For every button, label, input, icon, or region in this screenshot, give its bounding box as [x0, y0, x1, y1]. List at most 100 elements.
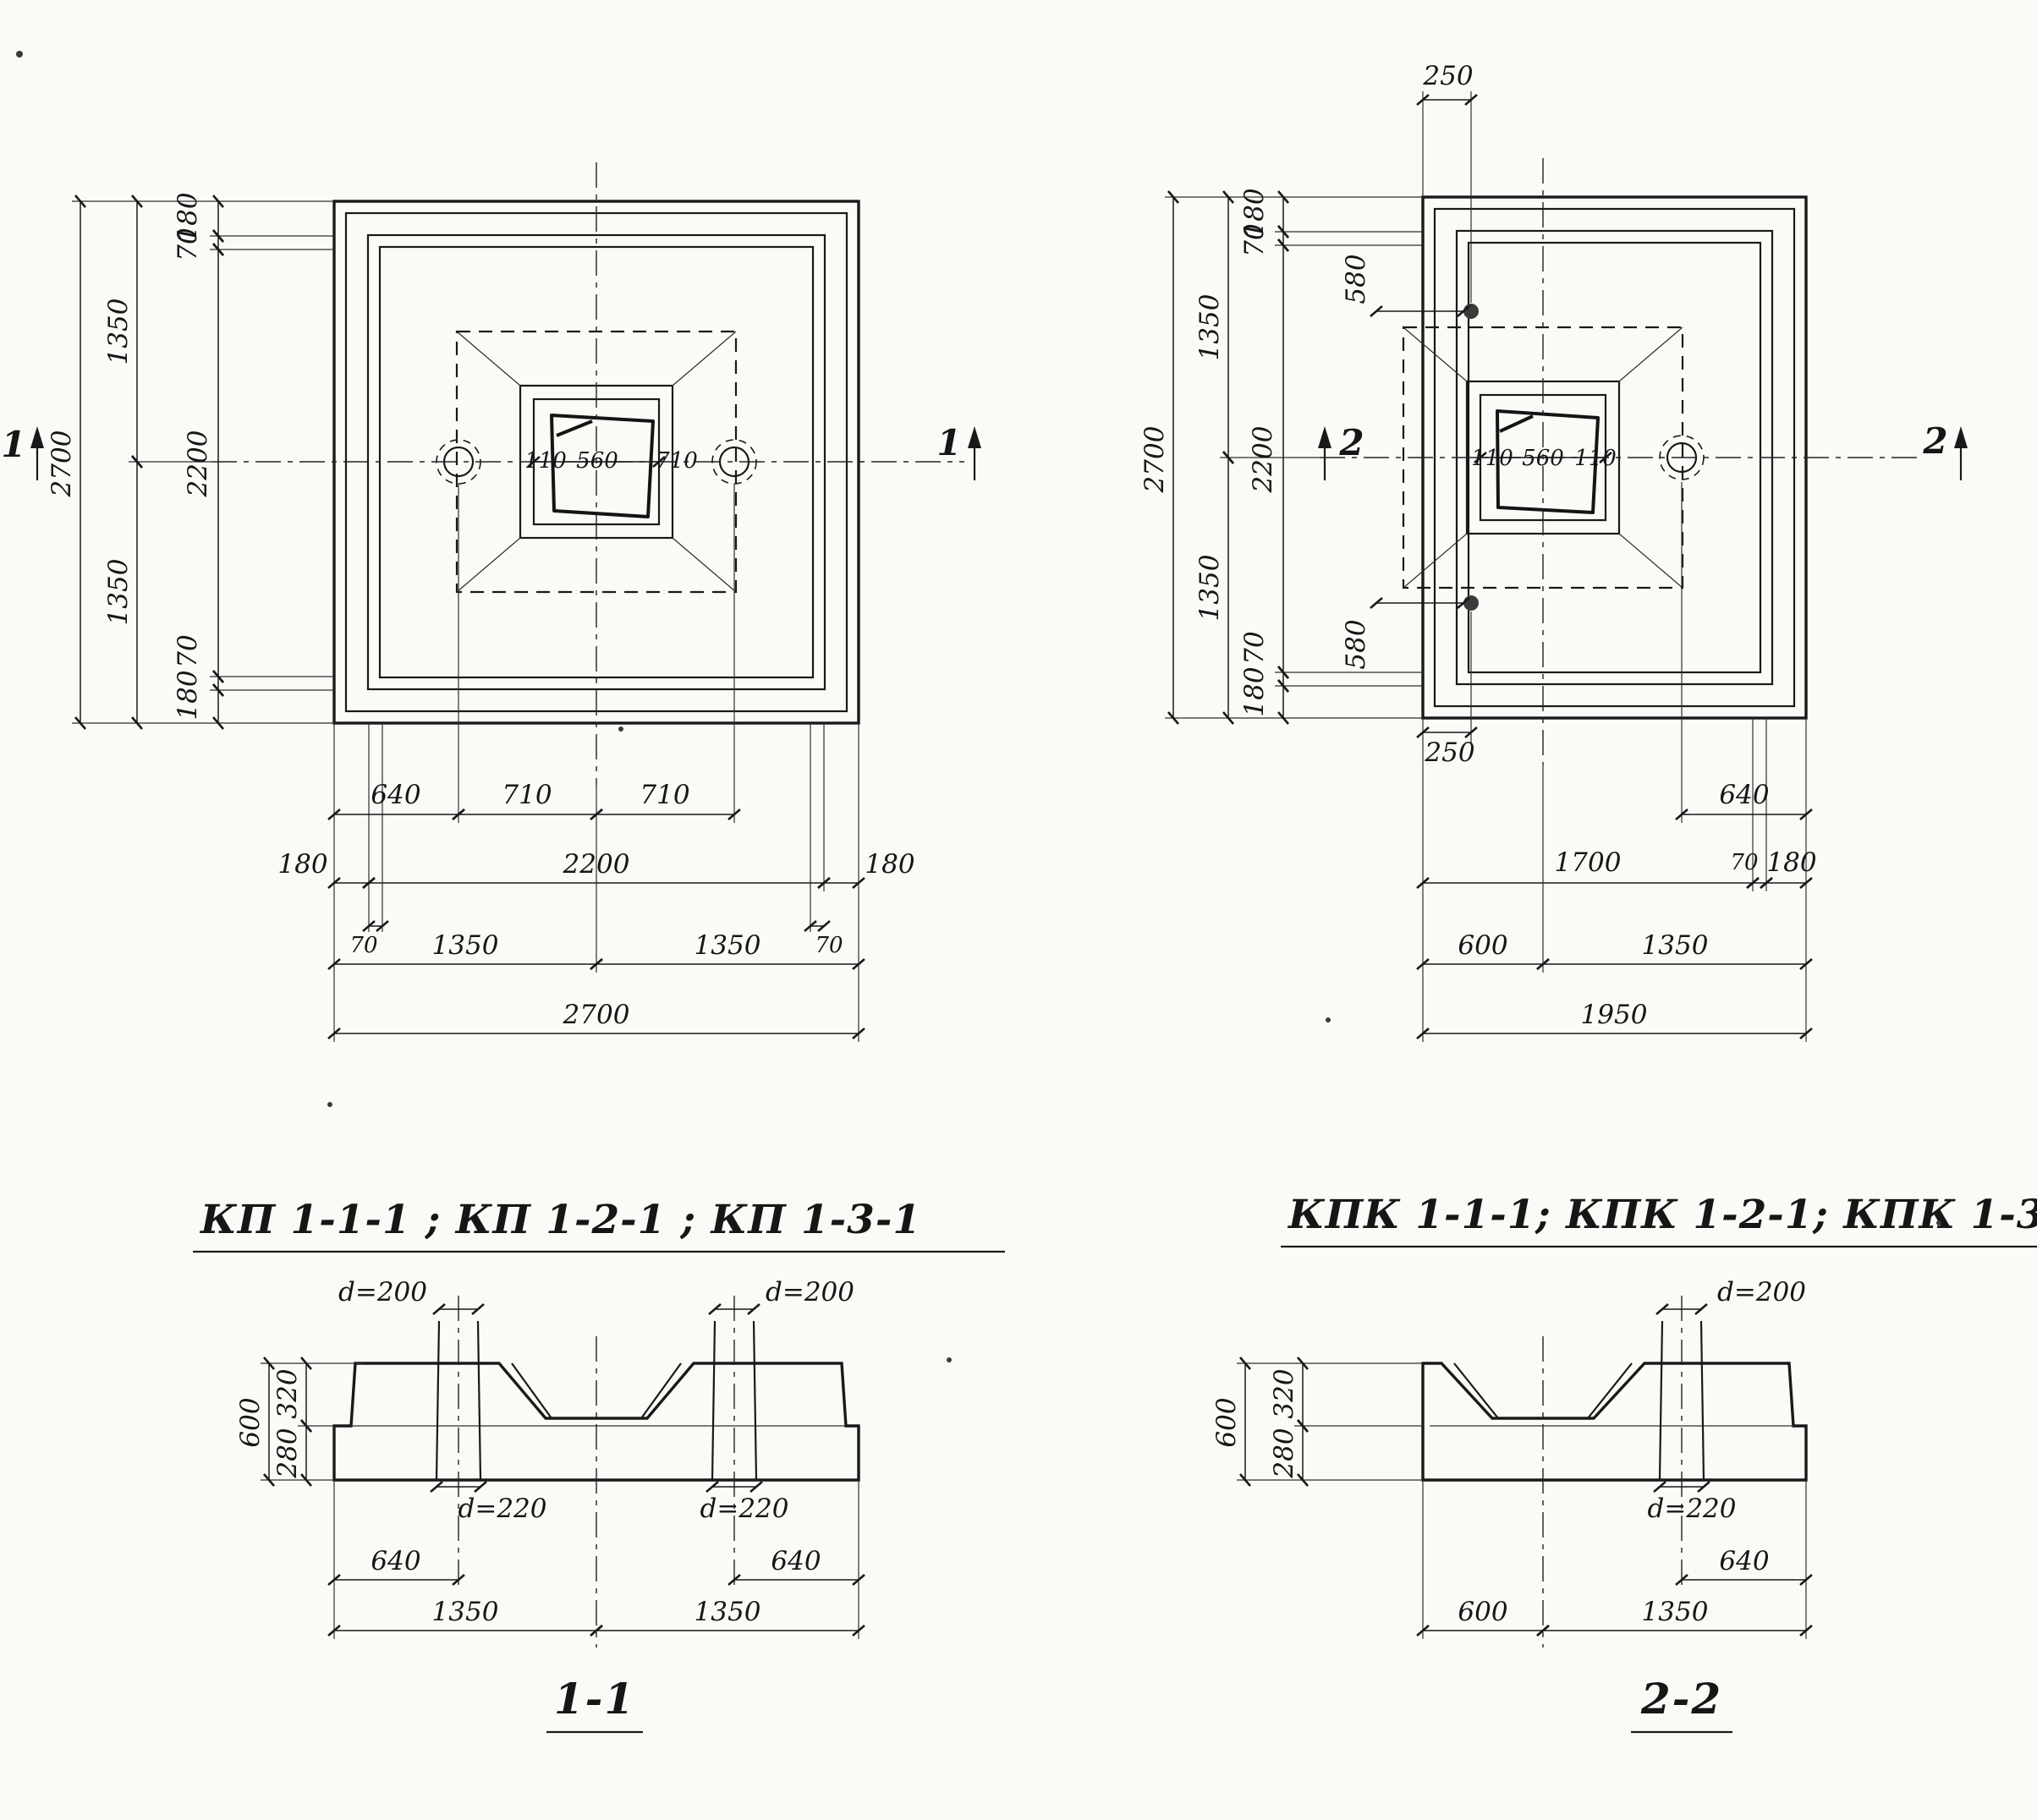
- dim-label: 2200: [1248, 426, 1278, 494]
- section-1-dim-lines: [263, 1303, 865, 1636]
- sleeve-wall: [1699, 1320, 1705, 1481]
- section-arrow-icon: [968, 426, 981, 448]
- plan-left-outline: [211, 162, 964, 785]
- section-2-title: 2-2: [1631, 1674, 1732, 1734]
- series-title-right: КПК 1-1-1; КПК 1-2-1; КПК 1-3-1: [1287, 1192, 2037, 1238]
- dim-label: 280: [272, 1428, 303, 1478]
- dim-label: 1350: [432, 1597, 499, 1627]
- dim-label: 180: [1766, 847, 1816, 878]
- plan-right-labels: 250 250 580 580 2700 1350 1350 180 70 22…: [1139, 61, 1817, 1030]
- dim-label: d=220: [1648, 1494, 1737, 1524]
- section-2-2: d=200 d=220 600 320 280 640 600 1350 2-2: [1211, 1277, 1813, 1734]
- sleeve-wall: [476, 1320, 482, 1481]
- section-arrow-icon: [1318, 426, 1331, 448]
- sleeve-wall: [1658, 1320, 1664, 1481]
- section-title: 2-2: [1640, 1674, 1722, 1724]
- dim-label: d=220: [700, 1494, 789, 1524]
- dim-label: 2200: [563, 849, 630, 880]
- section-1-1: d=200 d=200 d=220 d=220 600 320 280 640 …: [235, 1277, 865, 1734]
- dim-label: 580: [1341, 619, 1371, 669]
- series-titles: КП 1-1-1 ; КП 1-2-1 ; КП 1-3-1 КПК 1-1-1…: [193, 1192, 2037, 1253]
- dim-label: 250: [1424, 737, 1474, 768]
- dim-label: 2700: [47, 430, 77, 498]
- dim-label: 1350: [695, 1597, 761, 1627]
- dim-label: 600: [1458, 1597, 1507, 1627]
- dim-label: 2200: [183, 430, 213, 498]
- dim-label: 580: [1341, 254, 1371, 304]
- dim-label: 280: [1269, 1428, 1299, 1478]
- dim-label: 2700: [563, 1000, 630, 1030]
- dim-label: d=200: [1717, 1277, 1806, 1307]
- section-marker-1-left: 1: [1, 424, 44, 480]
- section-marker-1-right: 1: [936, 422, 981, 480]
- section-marker-2-right: 2: [1922, 420, 1968, 480]
- sleeve-wall: [435, 1320, 441, 1481]
- dim-label: 1950: [1581, 1000, 1648, 1030]
- plan-left-extension-lines: [72, 200, 859, 1042]
- dim-label: d=200: [766, 1277, 854, 1307]
- sleeve-wall: [711, 1320, 717, 1481]
- dim-label: 710: [640, 780, 689, 810]
- plan-left-labels: 2700 1350 1350 180 70 2200 70 180 110 56…: [47, 192, 915, 1030]
- dim-label: 180: [1239, 666, 1270, 716]
- column-sketch: [1496, 409, 1600, 514]
- sleeve-wall: [752, 1320, 758, 1481]
- dim-label: 1350: [103, 559, 134, 626]
- dim-label: 70: [349, 933, 377, 958]
- section-2-dim-lines: [1239, 1303, 1813, 1636]
- dim-label: 180: [173, 670, 203, 720]
- dim-label: 180: [173, 192, 203, 242]
- dim-label: 70: [1239, 631, 1270, 664]
- dim-label: 1350: [1642, 930, 1709, 961]
- dim-label: 710: [502, 780, 552, 810]
- dim-label: 70: [1730, 850, 1758, 875]
- dim-label: 180: [277, 849, 327, 880]
- anchor-point-bottom: [1463, 595, 1479, 611]
- dim-label: 640: [371, 1546, 420, 1576]
- section-arrow-icon: [1954, 426, 1968, 448]
- dim-label: 1350: [1642, 1597, 1709, 1627]
- scan-artifacts: [16, 51, 1941, 1362]
- section-2-outline: [1421, 1296, 1808, 1647]
- series-title-left: КП 1-1-1 ; КП 1-2-1 ; КП 1-3-1: [199, 1197, 921, 1243]
- dim-label: 110: [1574, 446, 1617, 471]
- dim-label: 1700: [1555, 847, 1622, 878]
- dim-label: 70: [173, 228, 203, 260]
- dim-label: 1350: [695, 930, 761, 961]
- section-marker-label: 2: [1338, 422, 1364, 463]
- dim-label: 110: [524, 448, 567, 474]
- dim-label: 560: [1522, 446, 1564, 471]
- section-marker-label: 1: [936, 422, 961, 463]
- section-title: 1-1: [554, 1674, 635, 1724]
- dim-label: 1350: [1194, 294, 1225, 361]
- dim-label: 640: [1719, 780, 1769, 810]
- dim-label: 180: [1239, 188, 1270, 238]
- plan-left-dim-lines: [74, 195, 865, 1039]
- dim-label: 600: [1458, 930, 1507, 961]
- dim-label: 110: [1471, 446, 1513, 471]
- plan-left: 2700 1350 1350 180 70 2200 70 180 110 56…: [1, 162, 981, 1042]
- plan-right: 250 250 580 580 2700 1350 1350 180 70 22…: [1139, 61, 1968, 1042]
- dim-label: 1350: [1194, 555, 1225, 622]
- section-2-extension-lines: [1237, 1362, 1807, 1639]
- dim-label: 1350: [432, 930, 499, 961]
- section-1-title: 1-1: [546, 1674, 643, 1734]
- plan-right-dim-lines: [1167, 94, 1813, 1039]
- dim-label: 2700: [1139, 426, 1170, 494]
- dim-label: 320: [1269, 1368, 1299, 1418]
- section-1-labels: d=200 d=200 d=220 d=220 600 320 280 640 …: [235, 1277, 854, 1627]
- plan-right-outline: [1320, 158, 1920, 765]
- dim-label: 640: [371, 780, 420, 810]
- dim-label: 640: [771, 1546, 821, 1576]
- dim-label: d=200: [338, 1277, 427, 1307]
- dim-label: 710: [656, 448, 698, 474]
- section-marker-label: 2: [1922, 420, 1947, 462]
- dim-label: 70: [1239, 223, 1270, 256]
- section-marker-label: 1: [1, 424, 25, 465]
- column-sketch: [550, 414, 655, 518]
- dim-label: 600: [1211, 1397, 1242, 1447]
- dim-label: 600: [235, 1397, 266, 1447]
- dim-label: d=220: [458, 1494, 547, 1524]
